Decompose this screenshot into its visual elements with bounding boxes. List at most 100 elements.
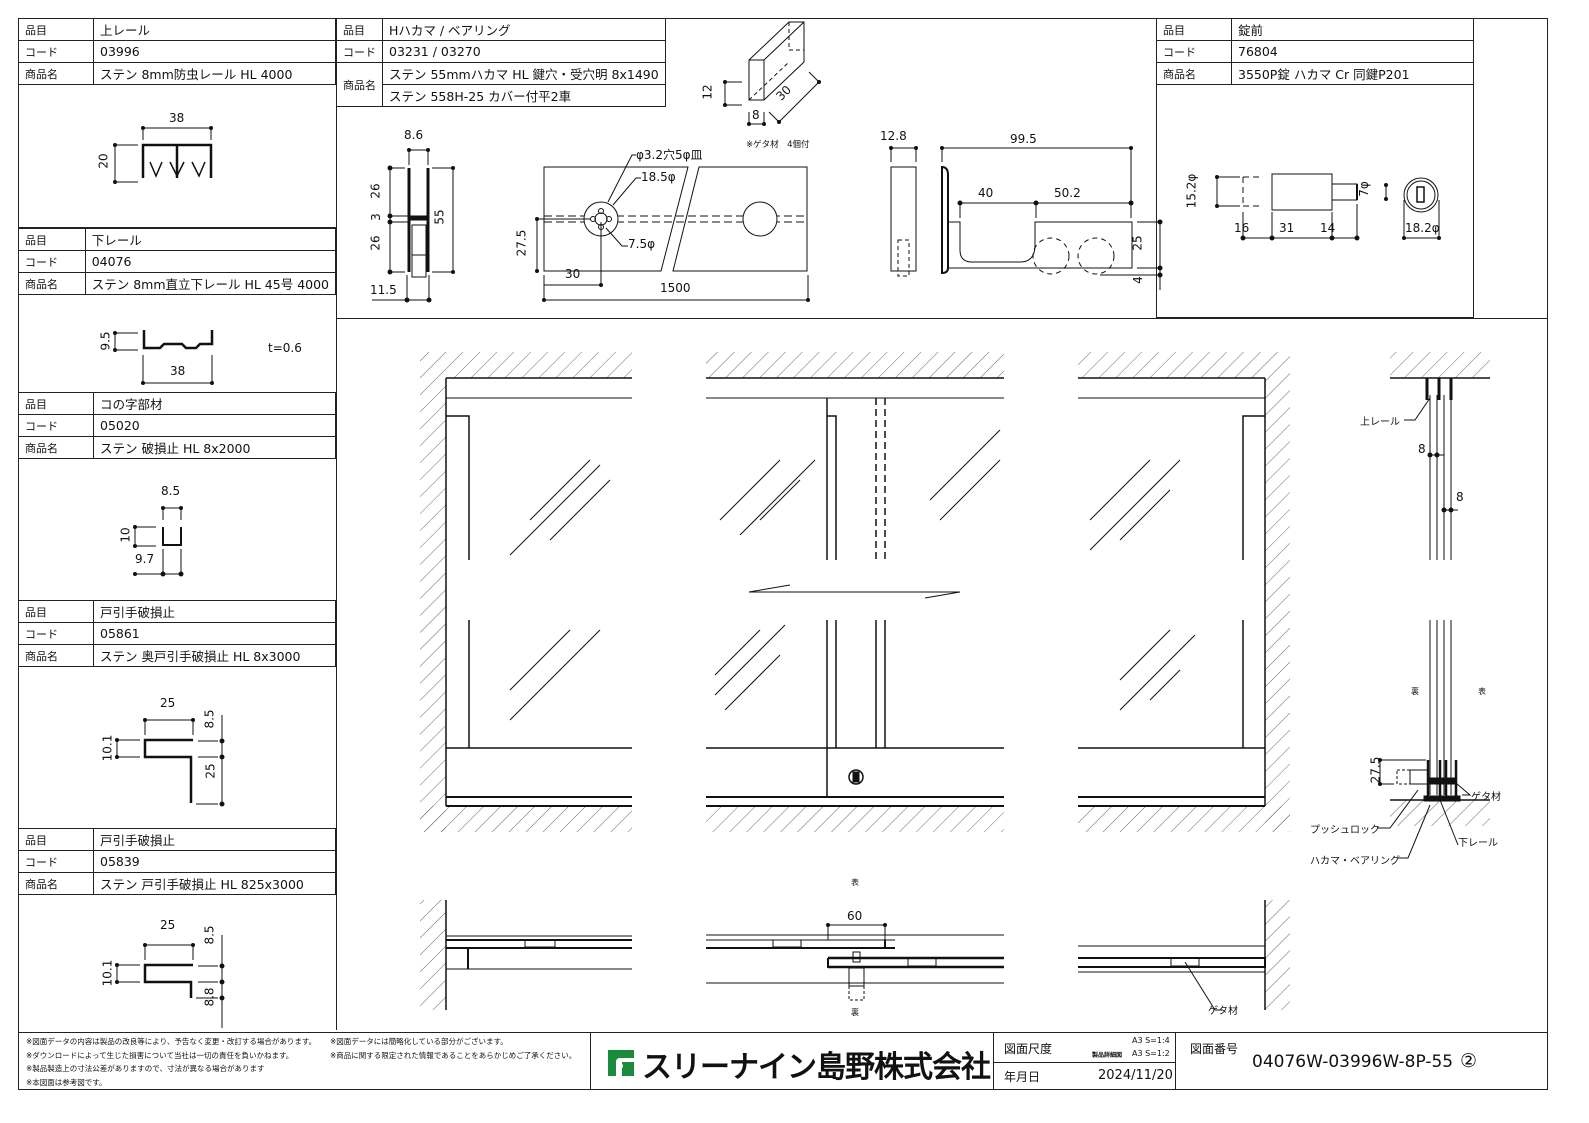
company-logo [606,1046,636,1080]
elevation-left [420,352,632,832]
channel-profile [133,506,184,577]
dim-guard-back-width: 25 [160,696,176,710]
note-line: ※製品製造上の寸法公差がありますので、寸法が異なる場合があります [26,1064,265,1073]
vertical-section [1377,352,1490,859]
dim-guard-front-top: 8.5 [202,925,217,945]
drawing-frame [18,18,1548,1090]
plan-label-back: 裏 [851,1008,859,1017]
dim-guard-back-top: 8.5 [202,709,217,729]
drawing-no-value: 04076W-03996W-8P-55 [1252,1052,1454,1072]
lock-panel-border [1156,18,1474,318]
dim-lock-face: 18.2φ [1405,221,1440,235]
hakama-plate [535,154,810,302]
scale-value-2: A3 S=1:2 [1132,1049,1170,1058]
dim-lock-pin: 7φ [1356,181,1371,197]
dim-bearing-a: 40 [978,186,994,200]
dim-bearing-gap: 4 [1130,276,1145,284]
plan-label-geta: ゲタ材 [1208,1006,1238,1017]
name-value: ステン 破損止 HL 8x2000 [93,436,336,459]
label-name: 商品名 [1156,62,1232,85]
dim-guard-back-height: 10.1 [100,734,115,762]
dim-lock-dia: 15.2φ [1184,173,1199,209]
label-name: 商品名 [18,272,86,295]
dim-hole-note: φ3.2穴5φ皿 [636,148,703,162]
dim-geta-height: 12 [700,84,715,100]
scale-cell [993,1032,1176,1090]
item-value: 上レール [93,18,336,41]
dim-lock-a: 16 [1234,221,1250,235]
dim-upper-rail-height: 20 [96,153,111,169]
dim-channel-height: 10 [118,527,133,543]
label-code: コード [336,40,383,63]
dim-guard-front-bottom: 8.8 [202,987,217,1007]
plan-label-front: 表 [851,878,859,887]
name-value: 3550P錠 ハカマ Cr 同鍵P201 [1231,62,1474,85]
dim-bearing-b: 50.2 [1054,186,1081,200]
dim-h-lower: 26 [368,235,383,251]
dim-hole-x: 30 [565,267,581,281]
note-line: ※ダウンロードによって生じた損害について当社は一切の責任を負いかねます。 [26,1050,294,1060]
scale-label: 図面尺度 [1004,1042,1053,1056]
dim-geta-width: 8 [752,108,760,122]
dim-lower-rail-height: 9.5 [98,331,113,351]
note-line: ※図面データには簡略化している部分がございます。 [330,1037,508,1046]
dim-h-total: 55 [432,209,447,225]
name-value: ステン 奥戸引手破損止 HL 8x3000 [93,644,336,667]
hakama-h-profile [372,148,455,303]
guard-front-profile [115,935,225,1028]
dim-h-top-width: 8.6 [404,128,424,142]
lower-rail-profile [113,330,214,385]
dim-lower-rail-thickness: t=0.6 [268,341,302,355]
dim-guard-front-width: 25 [160,918,176,932]
plan-dim-overlap: 60 [847,909,863,923]
bearing-side [889,146,918,277]
dim-section-height: 27.5 [1368,756,1383,784]
notes-right: ※図面データには簡略化している部分がございます。 ※商品に関する限定された情報で… [330,1035,576,1062]
dim-lock-c: 14 [1320,221,1336,235]
dim-gap-2: 8 [1456,490,1464,504]
dim-guard-front-height: 10.1 [100,959,115,987]
guard-back-profile [115,715,225,807]
dim-bearing-width: 12.8 [880,129,907,143]
dim-lock-b: 31 [1279,221,1295,235]
name-value: ステン 8mm直立下レール HL 45号 4000 [84,272,337,295]
name-value-2: ステン 558H-25 カバー付平2車 [382,84,666,107]
dim-gap-1: 8 [1418,442,1426,456]
revision-mark: ② [1460,1050,1478,1072]
label-hakama-bearing: ハカマ・ベアリング [1310,856,1400,867]
upper-rail-profile [113,126,213,184]
plan-left [420,900,632,1010]
dim-h-bottom: 11.5 [370,283,397,297]
lock-diagram [1215,173,1441,241]
scale-value-1: A3 S=1:4 [1132,1036,1170,1045]
dim-plate-length: 1500 [660,281,691,295]
dim-upper-rail-width: 38 [169,111,185,125]
label-code: コード [18,414,94,437]
date-label: 年月日 [1004,1070,1041,1084]
dim-bearing-total: 99.5 [1010,132,1037,146]
left-column [18,18,337,1030]
geta-note: ※ゲタ材 4個付 [746,140,810,150]
company-name: スリーナイン島野株式会社 [642,1050,991,1085]
scale-sub-label: 製品詳細図 [1092,1052,1123,1059]
dim-bearing-height: 25 [1130,235,1145,251]
note-line: ※商品に関する限定された情報であることをあらかじめご了承ください。 [330,1050,577,1060]
item-value: 錠前 [1231,18,1474,41]
drawing-no-label: 図面番号 [1190,1042,1239,1056]
label-name: 商品名 [18,872,94,895]
bearing-front [940,146,1163,290]
elevation-center [706,352,1004,832]
label-back: 裏 [1411,687,1419,696]
dim-hole-inner: 7.5φ [628,237,655,251]
dim-channel-bottom: 9.7 [135,552,155,566]
dim-lower-rail-width: 38 [170,364,186,378]
label-bottom-rail: 下レール [1458,838,1498,849]
note-line: ※本図面は参考図です。 [26,1077,107,1087]
